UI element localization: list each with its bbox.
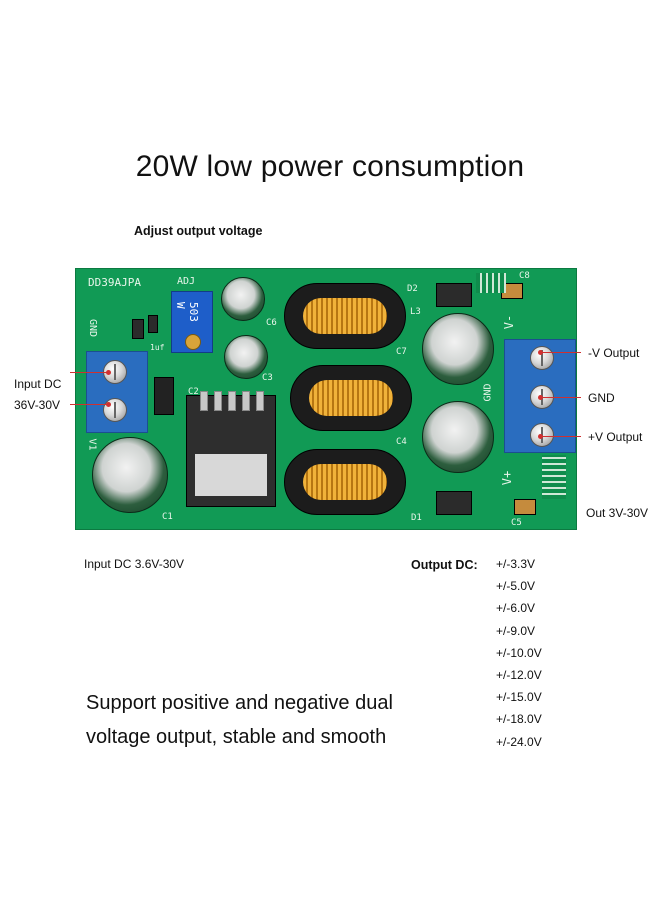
tagline-line-2: voltage output, stable and smooth xyxy=(86,726,387,748)
silk-c5: C5 xyxy=(511,518,522,528)
inductor-coil xyxy=(309,380,393,416)
ic-lead xyxy=(256,391,264,411)
silk-c2: C2 xyxy=(188,387,199,397)
input-spec-label: Input DC 3.6V-30V xyxy=(84,557,185,571)
silk-c3: C3 xyxy=(262,373,273,383)
leader-dot xyxy=(538,434,543,439)
silk-vplus: V+ xyxy=(500,470,515,486)
silk-adj: ADJ xyxy=(177,276,196,287)
silk-gnd-left: GND xyxy=(87,319,98,338)
output-spec-label: Output DC: xyxy=(411,558,478,572)
smd-capacitor xyxy=(514,499,536,515)
capacitor-c3 xyxy=(224,335,268,379)
silk-gnd-right: GND xyxy=(482,383,494,402)
silk-model: DD39AJPA xyxy=(88,276,141,289)
output-voltage-item: +/-5.0V xyxy=(496,579,536,594)
leader-line xyxy=(541,436,581,437)
capacitor-c4 xyxy=(422,401,494,473)
pcb-board-image: DD39AJPA ADJ GND V1 GND V- V+ C1 C2 C3 C… xyxy=(75,268,577,530)
leader-line xyxy=(70,372,110,373)
input-range-label: 36V-30V xyxy=(14,398,61,412)
pos-output-label: +V Output xyxy=(588,430,643,444)
capacitor-c7 xyxy=(422,313,494,385)
capacitor-c1 xyxy=(92,437,168,513)
regulator-ic xyxy=(186,395,276,507)
leader-dot xyxy=(538,350,543,355)
inductor-coil xyxy=(303,298,387,334)
silk-v1: V1 xyxy=(86,438,98,451)
leader-line xyxy=(70,404,110,405)
output-voltage-item: +/-10.0V xyxy=(496,645,542,660)
silk-d2: D2 xyxy=(407,284,418,294)
silk-1uf: 1uf xyxy=(150,343,165,352)
silk-c6: C6 xyxy=(266,318,277,328)
silk-c4: C4 xyxy=(396,437,407,447)
via-array xyxy=(476,273,506,293)
tagline-line-1: Support positive and negative dual xyxy=(86,692,393,714)
potentiometer: 503 W xyxy=(171,291,213,353)
leader-dot xyxy=(538,395,543,400)
ic-lead xyxy=(228,391,236,411)
output-voltage-item: +/-24.0V xyxy=(496,734,542,749)
leader-line xyxy=(541,397,581,398)
diode-d2 xyxy=(436,283,472,307)
inductor xyxy=(284,449,406,515)
silk-c1: C1 xyxy=(162,512,173,522)
gnd-label: GND xyxy=(588,391,615,405)
adjust-voltage-label: Adjust output voltage xyxy=(134,224,263,238)
inductor xyxy=(290,365,412,431)
output-range-label: Out 3V-30V xyxy=(586,506,649,520)
via-array xyxy=(542,455,566,499)
output-voltage-item: +/-18.0V xyxy=(496,712,542,727)
inductor-coil xyxy=(303,464,387,500)
silk-vminus: V- xyxy=(502,314,517,330)
output-voltage-item: +/-6.0V xyxy=(496,601,536,616)
adjust-screw-icon xyxy=(185,334,201,350)
headline: 20W low power consumption xyxy=(135,150,525,183)
silk-d1: D1 xyxy=(411,513,422,523)
ic-lead xyxy=(214,391,222,411)
silk-l3: L3 xyxy=(410,307,421,317)
leader-dot xyxy=(106,370,111,375)
input-terminal-block xyxy=(86,351,148,433)
tagline: Support positive and negative dual volta… xyxy=(86,686,393,754)
smd-capacitor xyxy=(148,315,158,333)
ic-lead xyxy=(200,391,208,411)
silk-c7: C7 xyxy=(396,347,407,357)
smd-capacitor xyxy=(154,377,174,415)
diode-d1 xyxy=(436,491,472,515)
ic-lead xyxy=(242,391,250,411)
neg-output-label: -V Output xyxy=(588,346,640,360)
ic-heat-tab xyxy=(195,454,267,496)
output-voltage-item: +/-12.0V xyxy=(496,667,542,682)
leader-line xyxy=(541,352,581,353)
output-voltage-item: +/-15.0V xyxy=(496,690,542,705)
inductor xyxy=(284,283,406,349)
output-voltage-item: +/-9.0V xyxy=(496,623,536,638)
output-voltage-list: +/-3.3V +/-5.0V +/-6.0V +/-9.0V +/-10.0V… xyxy=(496,553,542,753)
silk-c8: C8 xyxy=(519,271,530,281)
output-voltage-item: +/-3.3V xyxy=(496,557,536,571)
input-dc-label: Input DC xyxy=(14,377,62,391)
smd-resistor xyxy=(132,319,144,339)
leader-dot xyxy=(106,402,111,407)
capacitor-c6 xyxy=(221,277,265,321)
screw-icon xyxy=(530,346,554,370)
pot-marking: 503 W xyxy=(174,302,200,322)
